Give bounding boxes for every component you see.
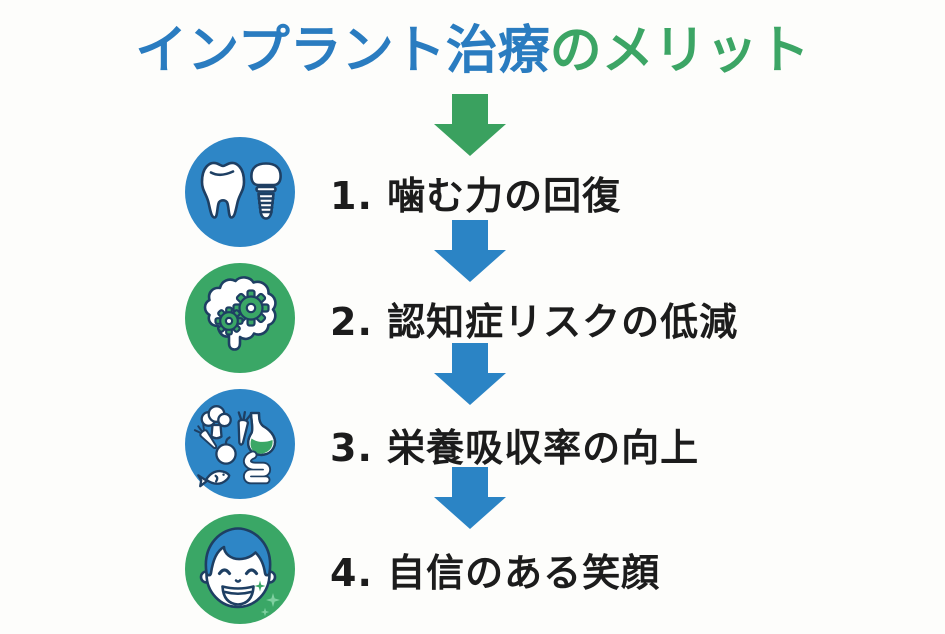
smiling-face-icon [185, 514, 295, 624]
down-arrow-icon-1 [434, 220, 506, 282]
page-title: インプラント治療のメリット [0, 20, 945, 82]
title-part-green: のメリット [549, 21, 810, 81]
benefit-label-3: 3. 栄養吸収率の向上 [330, 425, 700, 470]
benefit-label-2: 2. 認知症リスクの低減 [330, 299, 739, 344]
down-arrow-icon-2 [434, 343, 506, 405]
down-arrow-icon-3 [434, 467, 506, 529]
benefit-label-1: 1. 噛む力の回復 [330, 173, 622, 218]
title-part-blue: インプラント治療 [135, 21, 550, 81]
tooth-and-implant-icon [185, 137, 295, 247]
nutrition-and-digestion-icon [185, 389, 295, 499]
title-down-arrow-icon [434, 94, 506, 156]
brain-with-gears-icon [185, 263, 295, 373]
benefit-label-4: 4. 自信のある笑顔 [330, 550, 661, 595]
